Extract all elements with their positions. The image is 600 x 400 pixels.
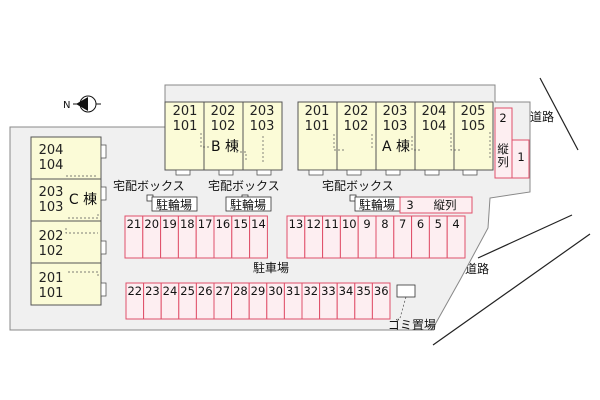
unit-label-lower: 101 xyxy=(305,119,330,134)
unit-label-upper: 201 xyxy=(173,104,198,119)
parking-space-number: 20 xyxy=(144,217,159,231)
building-b: 201 101 202 102 203 103 B 棟 xyxy=(164,101,283,176)
unit-label-upper: 203 xyxy=(383,104,408,119)
parking-space-number: 16 xyxy=(216,217,231,231)
tandem-vertical-1: 縦 xyxy=(497,142,509,156)
parking-space-number: 35 xyxy=(356,284,371,298)
unit-label-lower: 102 xyxy=(39,244,64,259)
parking-space xyxy=(446,215,466,259)
facilities: 宅配ボックス 宅配ボックス 宅配ボックス 駐輪場 駐輪場 駐輪場 xyxy=(113,178,401,212)
parking-space-number: 8 xyxy=(381,217,388,231)
parking-space-number: 28 xyxy=(233,284,248,298)
parking-space xyxy=(249,215,268,259)
delivery-box-label: 宅配ボックス xyxy=(208,178,280,193)
unit-label-upper: 201 xyxy=(305,104,330,119)
parking-space-2: 2 xyxy=(499,111,506,125)
parking-space-number: 33 xyxy=(321,284,336,298)
special-parking: 3 縦列 2 縦 列 1 xyxy=(399,107,530,214)
unit-label-lower: 103 xyxy=(250,119,275,134)
delivery-box-label: 宅配ボックス xyxy=(113,178,185,193)
unit-label-upper: 202 xyxy=(39,229,64,244)
parking-space-number: 14 xyxy=(251,217,266,231)
road-label-east: 道路 xyxy=(530,109,554,124)
parking-space-number: 21 xyxy=(127,217,142,231)
unit-label-upper: 201 xyxy=(39,271,64,286)
parking-space-number: 23 xyxy=(145,284,160,298)
unit-label-lower: 105 xyxy=(461,119,486,134)
building-a: 201 101 202 102 203 103 204 104 205 105 … xyxy=(297,101,494,176)
parking-space-number: 4 xyxy=(452,217,459,231)
parking-space-number: 5 xyxy=(435,217,442,231)
unit-label-lower: 101 xyxy=(173,119,198,134)
parking-space-number: 19 xyxy=(162,217,177,231)
parking-space-1: 1 xyxy=(517,150,524,164)
parking-space-number: 17 xyxy=(198,217,213,231)
parking-space xyxy=(371,282,391,320)
unit-label-upper: 202 xyxy=(211,104,236,119)
roads: 道路 道路 xyxy=(432,77,591,346)
unit-label-upper: 202 xyxy=(344,104,369,119)
parking-space-3: 3 xyxy=(406,198,413,212)
parking-space-number: 12 xyxy=(306,217,321,231)
parking-space-number: 13 xyxy=(289,217,304,231)
parking-space-number: 36 xyxy=(374,284,389,298)
parking-lot-label: 駐車場 xyxy=(253,260,289,275)
parking-space-number: 6 xyxy=(417,217,424,231)
parking-space-number: 25 xyxy=(180,284,195,298)
parking-space-number: 27 xyxy=(215,284,230,298)
parking-space-number: 9 xyxy=(363,217,370,231)
building-name: B 棟 xyxy=(211,139,239,155)
unit-label-lower: 102 xyxy=(344,119,369,134)
unit-label-upper: 204 xyxy=(39,143,64,158)
parking-space-number: 10 xyxy=(342,217,357,231)
parking-space-number: 26 xyxy=(198,284,213,298)
parking-space-number: 22 xyxy=(127,284,142,298)
unit-label-lower: 101 xyxy=(39,286,64,301)
building-c: 204 104 203 103 202 102 201 101 C 棟 xyxy=(30,136,107,306)
tandem-label: 縦列 xyxy=(434,198,457,212)
parking-space-number: 29 xyxy=(251,284,266,298)
unit-label-lower: 103 xyxy=(383,119,408,134)
bike-parking-label: 駐輪場 xyxy=(359,197,395,212)
garbage-label: ゴミ置場 xyxy=(388,317,436,332)
bike-parking-label: 駐輪場 xyxy=(156,197,192,212)
compass-icon: N xyxy=(63,95,101,113)
garbage-area: ゴミ置場 xyxy=(388,284,436,332)
building-name: A 棟 xyxy=(382,139,410,155)
tandem-vertical-2: 列 xyxy=(497,155,509,169)
unit-label-upper: 203 xyxy=(250,104,275,119)
road-label-south: 道路 xyxy=(465,261,489,276)
unit-label-upper: 204 xyxy=(422,104,447,119)
unit-label-upper: 205 xyxy=(461,104,486,119)
building-name: C 棟 xyxy=(69,192,97,208)
unit-label-lower: 102 xyxy=(211,119,236,134)
parking-space-number: 15 xyxy=(233,217,248,231)
parking-space-number: 31 xyxy=(286,284,301,298)
parking-space-number: 32 xyxy=(303,284,318,298)
unit-label-lower: 103 xyxy=(39,200,64,215)
delivery-box-label: 宅配ボックス xyxy=(322,178,394,193)
parking-space-number: 11 xyxy=(324,217,339,231)
bike-parking-label: 駐輪場 xyxy=(230,197,266,212)
parking-space-number: 34 xyxy=(339,284,354,298)
north-label: N xyxy=(63,100,70,111)
parking-space-number: 24 xyxy=(163,284,178,298)
unit-label-upper: 203 xyxy=(39,185,64,200)
unit-label-lower: 104 xyxy=(422,119,447,134)
parking-space-number: 30 xyxy=(268,284,283,298)
garbage-box-icon xyxy=(396,284,416,298)
parking-space-number: 7 xyxy=(399,217,406,231)
parking-space-number: 18 xyxy=(180,217,195,231)
unit-label-lower: 104 xyxy=(39,158,64,173)
